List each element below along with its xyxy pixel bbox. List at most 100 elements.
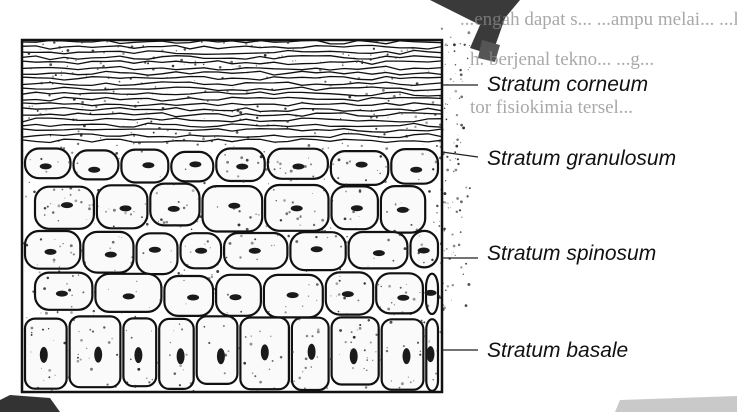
speckle-dot: [35, 299, 36, 300]
speckle-dot: [77, 143, 79, 145]
speckle-dot: [259, 46, 261, 48]
speckle-dot: [33, 191, 36, 194]
speckle-dot: [399, 387, 401, 389]
speckle-dot: [457, 163, 459, 165]
corneum-line: [22, 87, 442, 91]
speckle-dot: [158, 362, 160, 364]
speckle-dot: [452, 284, 454, 286]
speckle-dot: [352, 367, 354, 369]
speckle-dot: [423, 262, 425, 264]
speckle-dot: [230, 61, 233, 64]
speckle-dot: [71, 228, 73, 230]
speckle-dot: [460, 78, 462, 80]
speckle-dot: [299, 216, 301, 218]
speckle-dot: [357, 299, 359, 301]
nucleus: [217, 348, 225, 364]
speckle-dot: [208, 342, 210, 344]
speckle-dot: [254, 238, 256, 240]
speckle-dot: [259, 381, 262, 384]
speckle-dot: [236, 131, 239, 134]
speckle-dot: [306, 271, 307, 272]
speckle-dot: [214, 137, 215, 138]
cell-layers: [25, 149, 438, 391]
speckle-dot: [366, 370, 367, 371]
speckle-dot: [89, 329, 91, 331]
speckle-dot: [188, 132, 191, 135]
speckle-dot: [49, 63, 52, 66]
cell: [391, 149, 438, 184]
nucleus: [261, 344, 269, 360]
speckle-dot: [445, 289, 447, 291]
cell: [95, 274, 161, 312]
speckle-dot: [447, 285, 450, 288]
speckle-dot: [106, 383, 108, 385]
speckle-dot: [243, 362, 246, 365]
speckle-dot: [460, 43, 461, 44]
speckle-dot: [211, 274, 213, 276]
speckle-dot: [91, 292, 92, 293]
speckle-dot: [453, 142, 454, 143]
speckle-dot: [186, 354, 188, 356]
speckle-dot: [131, 132, 133, 134]
speckle-dot: [116, 156, 117, 157]
speckle-dot: [312, 193, 313, 194]
speckle-dot: [345, 341, 347, 343]
speckle-dot: [184, 64, 185, 65]
speckle-dot: [136, 359, 137, 360]
speckle-dot: [466, 195, 468, 197]
speckle-dot: [113, 225, 115, 227]
speckle-dot: [409, 209, 410, 210]
speckle-dot: [210, 247, 211, 248]
speckle-dot: [353, 57, 354, 58]
speckle-dot: [290, 179, 293, 182]
nucleus: [177, 348, 185, 364]
corneum-line: [22, 108, 442, 112]
speckle-dot: [340, 246, 342, 248]
speckle-dot: [393, 95, 396, 98]
speckle-dot: [315, 236, 317, 238]
speckle-dot: [77, 162, 79, 164]
corneum-line: [22, 82, 442, 86]
speckle-dot: [348, 95, 351, 98]
corneum-line: [22, 50, 442, 54]
speckle-dot: [238, 210, 240, 212]
speckle-dot: [86, 348, 88, 350]
speckle-dot: [421, 153, 424, 156]
speckle-dot: [446, 248, 448, 250]
speckle-dot: [170, 342, 171, 343]
speckle-dot: [54, 388, 55, 389]
speckle-dot: [199, 215, 202, 218]
speckle-dot: [384, 70, 385, 71]
speckle-dot: [77, 154, 79, 156]
speckle-dot: [42, 329, 44, 331]
nucleus: [40, 347, 48, 363]
speckle-dot: [273, 189, 275, 191]
speckle-dot: [155, 86, 157, 88]
speckle-dot: [73, 98, 76, 101]
speckle-dot: [342, 62, 343, 63]
speckle-dot: [293, 167, 295, 169]
speckle-dot: [97, 351, 98, 352]
nucleus: [308, 344, 316, 360]
speckle-dot: [336, 296, 337, 297]
cell: [197, 316, 238, 384]
speckle-dot: [376, 116, 378, 118]
speckle-dot: [225, 144, 227, 146]
speckle-dot: [160, 176, 161, 177]
speckle-dot: [395, 57, 397, 59]
speckle-dot: [301, 102, 303, 104]
speckle-dot: [375, 351, 376, 352]
speckle-dot: [438, 225, 440, 227]
speckle-dot: [292, 60, 293, 61]
speckle-dot: [259, 330, 261, 332]
speckle-dot: [109, 255, 110, 256]
speckle-dot: [280, 168, 281, 169]
speckle-dot: [436, 205, 439, 208]
speckle-dot: [444, 230, 445, 231]
speckle-dot: [172, 139, 173, 140]
speckle-dot: [80, 201, 82, 203]
speckle-dot: [290, 381, 292, 383]
speckle-dot: [170, 262, 171, 263]
speckle-dot: [126, 382, 128, 384]
speckle-dot: [418, 252, 420, 254]
